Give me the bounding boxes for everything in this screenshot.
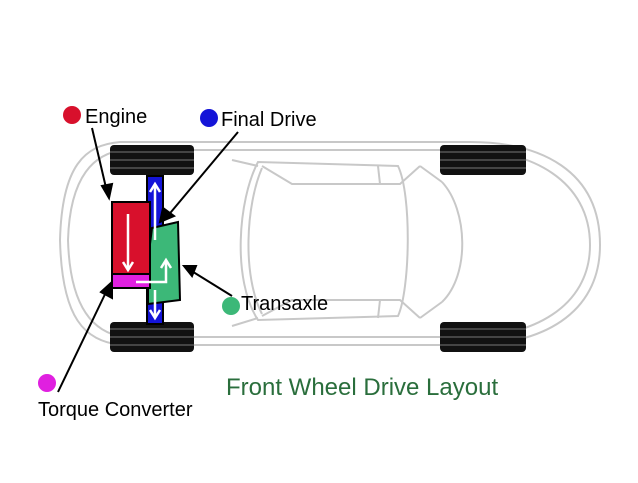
transaxle-color-dot [222,297,240,315]
final-drive-label: Final Drive [221,109,317,131]
engine-block [111,201,151,275]
transaxle-label: Transaxle [241,293,329,315]
diagram-title: Front Wheel Drive Layout [226,374,499,401]
torque-converter-color-dot [38,374,56,392]
torque-converter-label: Torque Converter [38,399,193,421]
tires [110,145,526,352]
final-drive-color-dot [200,109,218,127]
pointer-arrows [57,127,239,393]
drivetrain [111,175,182,325]
car-cabin [231,159,464,327]
power-flow-arrows [121,181,173,321]
engine-color-dot [63,106,81,124]
engine-label: Engine [85,106,148,128]
